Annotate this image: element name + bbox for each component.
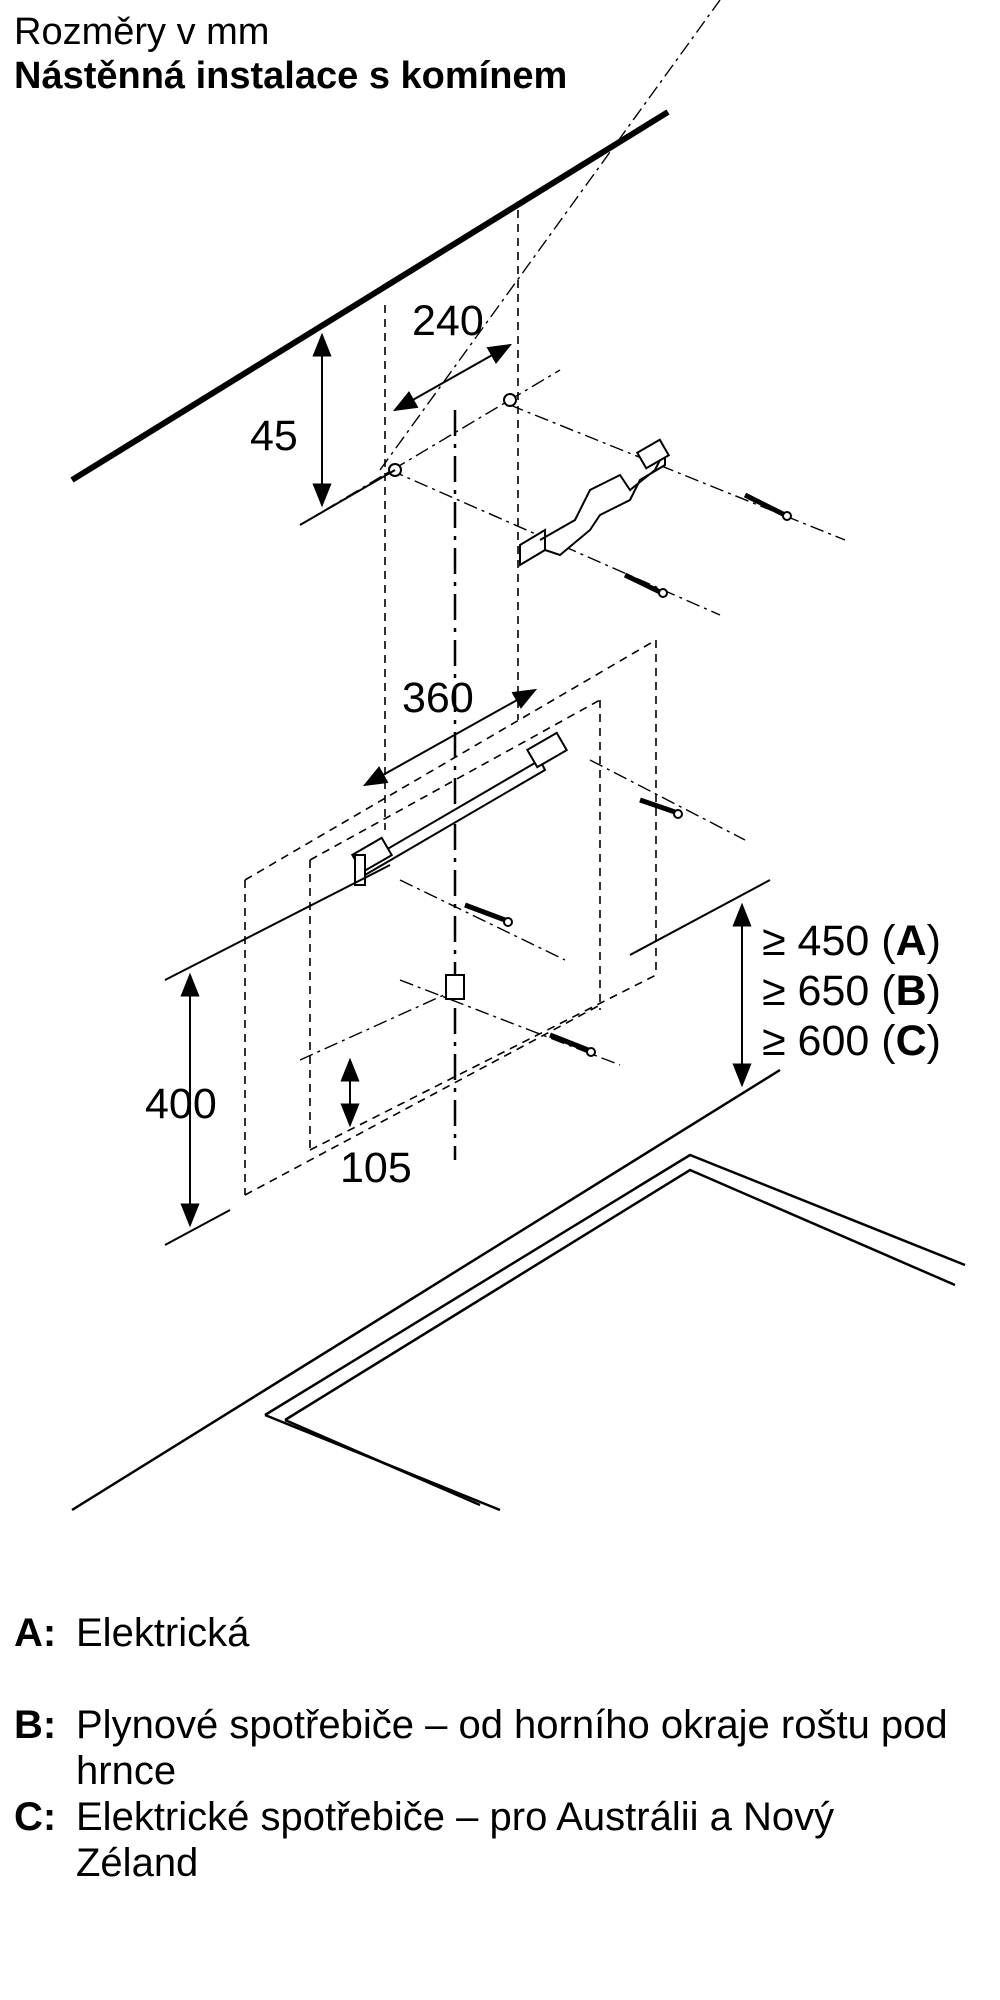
legend-text: Elektrické spotřebiče – pro Austrálii a … bbox=[76, 1795, 835, 1885]
page-title: Nástěnná instalace s komínem bbox=[14, 55, 568, 97]
clearance-c-label: ≥ 600 (C) bbox=[762, 1017, 941, 1065]
legend-text: Elektrická bbox=[76, 1611, 250, 1655]
top-bracket bbox=[519, 449, 666, 567]
legend-item-b: B: Plynové spotřebiče – od horního okraj… bbox=[14, 1702, 956, 1794]
legend: A: Elektrická B: Plynové spotřebiče – od… bbox=[14, 1610, 956, 1886]
lower-bracket-drop bbox=[354, 854, 366, 886]
installation-diagram: 240 45 360 400 105 ≥ 450 (A) ≥ 650 (B) ≥… bbox=[70, 0, 966, 1512]
dim-45-label: 45 bbox=[250, 412, 298, 460]
legend-text: Plynové spotřebiče – od horního okraje r… bbox=[76, 1703, 948, 1793]
legend-key: B: bbox=[14, 1703, 57, 1747]
clearance-b-label: ≥ 650 (B) bbox=[762, 967, 941, 1015]
dim-240-label: 240 bbox=[412, 297, 484, 345]
legend-item-c: C: Elektrické spotřebiče – pro Austrálii… bbox=[14, 1794, 956, 1886]
clip bbox=[445, 974, 465, 1000]
legend-key: C: bbox=[14, 1795, 57, 1839]
dimension-lines bbox=[164, 332, 771, 1246]
screws bbox=[464, 492, 792, 1057]
subtitle: Rozměry v mm bbox=[14, 11, 270, 53]
clearance-a-label: ≥ 450 (A) bbox=[762, 917, 941, 965]
legend-key: A: bbox=[14, 1611, 57, 1655]
header: Rozměry v mm Nástěnná instalace s komíne… bbox=[14, 10, 567, 98]
ceiling-holes bbox=[388, 393, 517, 477]
dim-360-label: 360 bbox=[402, 674, 474, 722]
lower-bracket-right-tab bbox=[525, 731, 569, 769]
dim-400-label: 400 bbox=[145, 1080, 217, 1128]
legend-item-a: A: Elektrická bbox=[14, 1610, 956, 1656]
dim-105-label: 105 bbox=[340, 1144, 412, 1192]
ceiling-line bbox=[70, 109, 670, 483]
top-bracket-tab bbox=[635, 438, 671, 470]
hob bbox=[71, 1068, 966, 1512]
